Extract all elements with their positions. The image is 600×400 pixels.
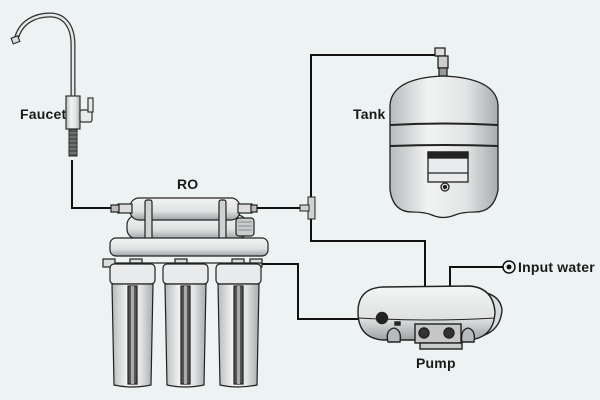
inlet-port-icon[interactable] [502, 260, 516, 274]
pressure-tank-icon[interactable] [389, 47, 499, 219]
filter-cartridges [109, 263, 262, 388]
faucet-label: Faucet [20, 106, 67, 122]
filter-cartridge-icon[interactable] [109, 263, 156, 388]
tank-label: Tank [353, 106, 386, 122]
ro-unit-icon[interactable] [102, 197, 269, 268]
pipe-tee-to-pump [310, 218, 426, 322]
faucet-icon[interactable] [10, 12, 94, 157]
pipe-faucet-to-ro [71, 160, 118, 209]
tee-fitting-icon [299, 196, 316, 220]
pipe-filters-to-pump [262, 263, 380, 320]
input-water-label: Input water [518, 259, 595, 275]
pump-label: Pump [416, 355, 456, 371]
filter-cartridge-icon[interactable] [162, 263, 209, 388]
booster-pump-icon[interactable] [357, 285, 503, 350]
filter-cartridge-icon[interactable] [215, 263, 262, 388]
ro-label: RO [177, 176, 199, 192]
